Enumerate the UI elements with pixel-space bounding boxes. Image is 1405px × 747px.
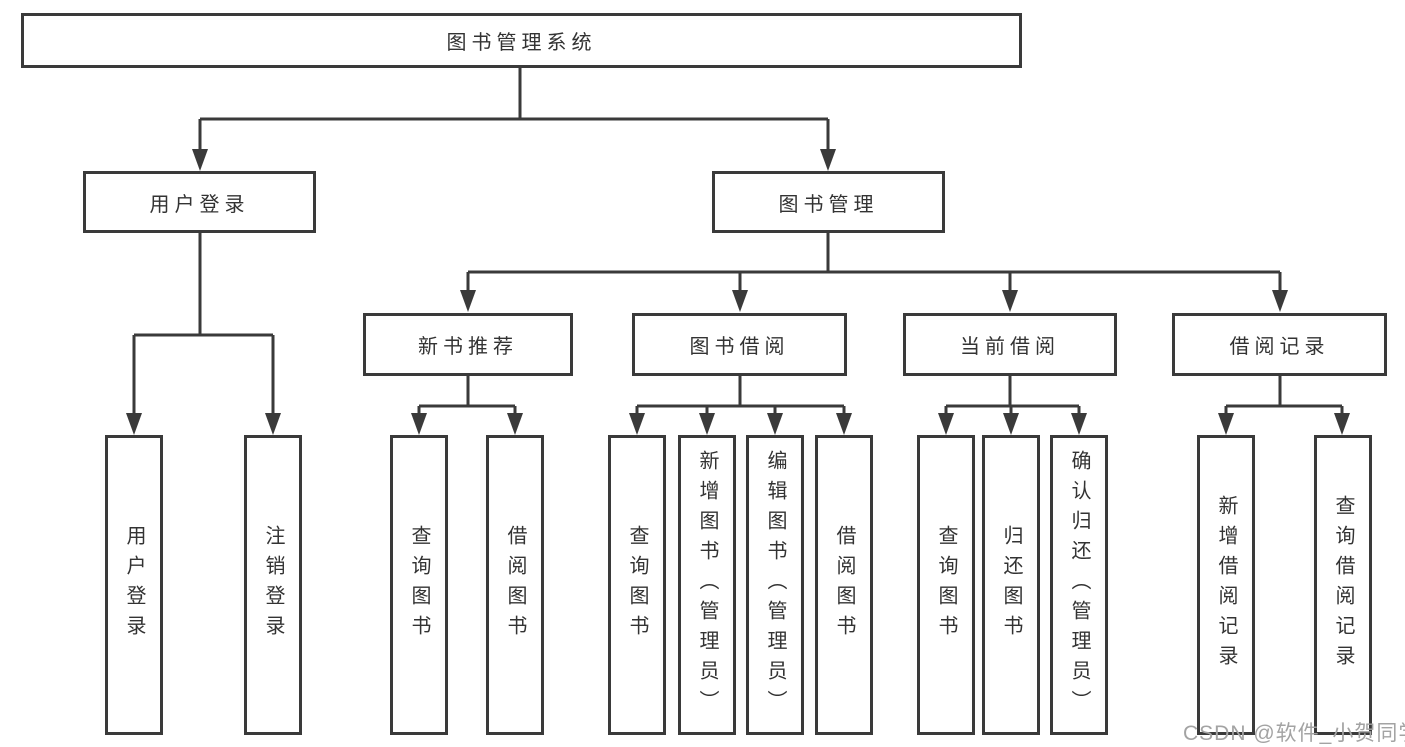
- arrow-down-icon: [411, 413, 427, 435]
- arrow-down-icon: [938, 413, 954, 435]
- node-book-management: 图书管理: [712, 171, 945, 233]
- arrow-down-icon: [126, 413, 142, 435]
- node-root: 图书管理系统: [21, 13, 1022, 68]
- arrow-down-icon: [1071, 413, 1087, 435]
- arrow-down-icon: [767, 413, 783, 435]
- node-root-label: 图书管理系统: [446, 32, 597, 54]
- arrow-down-icon: [629, 413, 645, 435]
- leaf-logout: 注销登录: [244, 435, 302, 735]
- leaf-add-book-admin: 新增图书（管理员）: [678, 435, 736, 735]
- node-new-book-recommend-label: 新书推荐: [418, 336, 518, 358]
- leaf-confirm-return-admin: 确认归还（管理员）: [1050, 435, 1108, 735]
- node-current-borrow: 当前借阅: [903, 313, 1117, 376]
- leaf-label: 编辑图书（管理员）: [764, 450, 786, 720]
- arrow-down-icon: [820, 149, 836, 171]
- node-user-login: 用户登录: [83, 171, 316, 233]
- leaf-add-borrow-record: 新增借阅记录: [1197, 435, 1255, 735]
- leaf-label: 归还图书: [1000, 525, 1022, 645]
- leaf-label: 确认归还（管理员）: [1068, 450, 1090, 720]
- leaf-label: 新增图书（管理员）: [696, 450, 718, 720]
- node-book-borrow: 图书借阅: [632, 313, 847, 376]
- node-book-management-label: 图书管理: [778, 193, 879, 216]
- arrowhead-group: [126, 149, 1350, 435]
- node-book-borrow-label: 图书借阅: [689, 336, 790, 358]
- arrow-down-icon: [507, 413, 523, 435]
- csdn-watermark: CSDN @软件_小贺同学: [1183, 722, 1405, 745]
- arrow-down-icon: [265, 413, 281, 435]
- node-new-book-recommend: 新书推荐: [363, 313, 573, 376]
- leaf-label: 新增借阅记录: [1215, 495, 1237, 675]
- leaf-borrow-query-book: 查询图书: [608, 435, 666, 735]
- arrow-down-icon: [836, 413, 852, 435]
- leaf-label: 借阅图书: [504, 525, 526, 645]
- leaf-recommend-borrow-book: 借阅图书: [486, 435, 544, 735]
- node-current-borrow-label: 当前借阅: [960, 336, 1060, 358]
- arrow-down-icon: [732, 290, 748, 312]
- leaf-label: 用户登录: [123, 525, 145, 645]
- arrow-down-icon: [1003, 413, 1019, 435]
- arrow-down-icon: [192, 149, 208, 171]
- arrow-down-icon: [1272, 290, 1288, 312]
- leaf-query-borrow-record: 查询借阅记录: [1314, 435, 1372, 735]
- leaf-edit-book-admin: 编辑图书（管理员）: [746, 435, 804, 735]
- arrow-down-icon: [460, 290, 476, 312]
- arrow-down-icon: [1334, 413, 1350, 435]
- leaf-label: 查询图书: [626, 525, 648, 645]
- node-user-login-label: 用户登录: [149, 193, 250, 216]
- leaf-borrow-book: 借阅图书: [815, 435, 873, 735]
- leaf-recommend-query-book: 查询图书: [390, 435, 448, 735]
- node-borrow-records-label: 借阅记录: [1229, 336, 1330, 358]
- arrow-down-icon: [1218, 413, 1234, 435]
- leaf-label: 查询图书: [408, 525, 430, 645]
- node-borrow-records: 借阅记录: [1172, 313, 1387, 376]
- leaf-return-book: 归还图书: [982, 435, 1040, 735]
- leaf-user-login: 用户登录: [105, 435, 163, 735]
- arrow-down-icon: [699, 413, 715, 435]
- leaf-label: 借阅图书: [833, 525, 855, 645]
- arrow-down-icon: [1002, 290, 1018, 312]
- leaf-label: 注销登录: [262, 525, 284, 645]
- leaf-label: 查询图书: [935, 525, 957, 645]
- leaf-label: 查询借阅记录: [1332, 495, 1354, 675]
- leaf-current-query-book: 查询图书: [917, 435, 975, 735]
